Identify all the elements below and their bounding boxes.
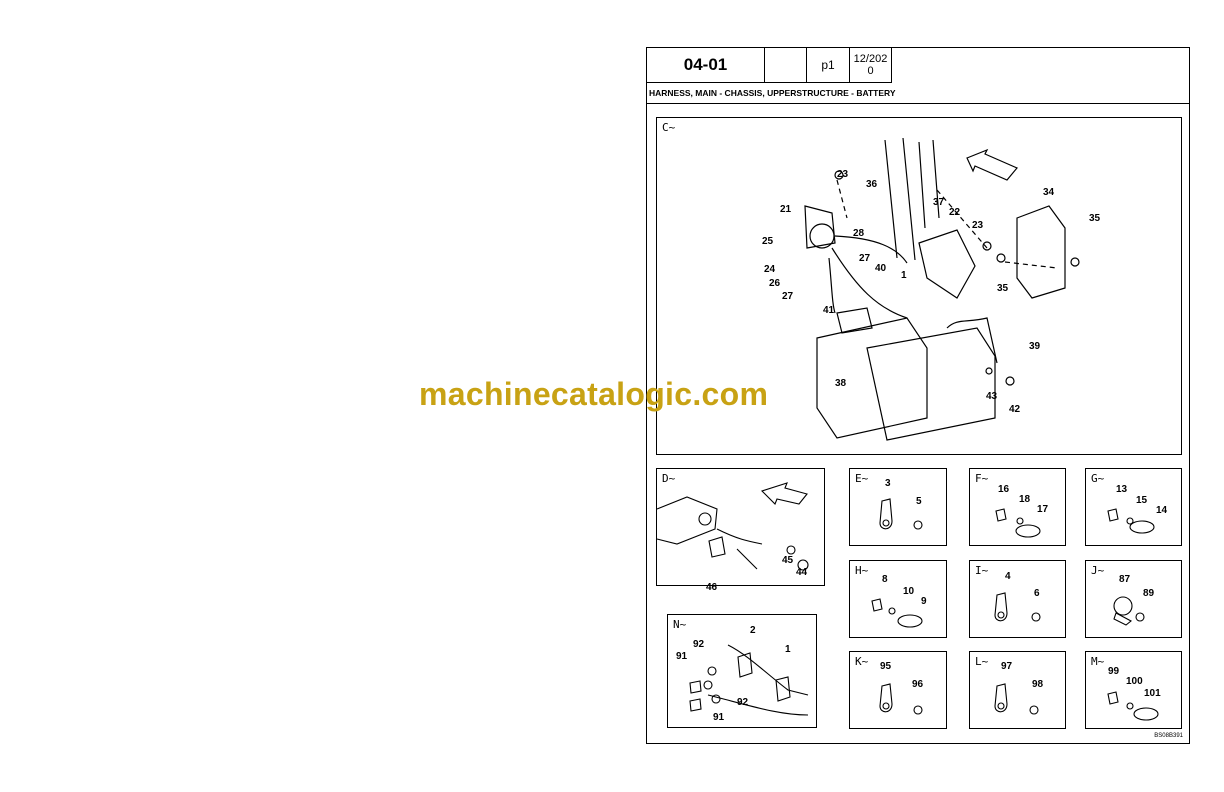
callout-label: 4 bbox=[1005, 571, 1011, 582]
panel-i-tag: I~ bbox=[975, 564, 989, 577]
callout-label: 27 bbox=[782, 291, 794, 302]
callout-label: 96 bbox=[912, 679, 924, 690]
clamp-drawing bbox=[879, 683, 923, 715]
callout-label: 89 bbox=[1143, 588, 1155, 599]
callout-label: 42 bbox=[1009, 404, 1021, 415]
panel-n: N~ 2 92 1 91 92 91 bbox=[667, 614, 817, 728]
battery-harness-drawing bbox=[804, 137, 1080, 441]
callout-label: 37 bbox=[933, 197, 945, 208]
clamp-drawing bbox=[994, 592, 1041, 622]
callout-label: 36 bbox=[866, 179, 878, 190]
panel-n-tag: N~ bbox=[673, 618, 687, 631]
callout-label: 101 bbox=[1144, 688, 1161, 699]
panel-d: D~ 45 44 46 bbox=[656, 468, 825, 593]
callout-label: 95 bbox=[880, 661, 892, 672]
band-clamp-drawing bbox=[1107, 508, 1155, 534]
panel-c-tag: C~ bbox=[662, 121, 676, 134]
callout-label: 23 bbox=[972, 220, 984, 231]
panel-l-tag: L~ bbox=[975, 655, 989, 668]
callout-label: 92 bbox=[693, 639, 705, 650]
callout-label: 14 bbox=[1156, 505, 1168, 516]
page-number: p1 bbox=[807, 48, 850, 82]
clamp-drawing bbox=[879, 498, 923, 530]
callout-label: 18 bbox=[1019, 494, 1031, 505]
panel-g: G~ 13 15 14 bbox=[1085, 468, 1182, 546]
callout-label: 15 bbox=[1136, 495, 1148, 506]
callout-label: 35 bbox=[997, 283, 1009, 294]
callout-label: 1 bbox=[901, 270, 907, 281]
revision-date: 12/202 0 bbox=[850, 48, 892, 82]
callout-label: 9 bbox=[921, 596, 927, 607]
callout-label: 98 bbox=[1032, 679, 1044, 690]
callout-label: 46 bbox=[706, 582, 718, 593]
panel-l: L~ 97 98 bbox=[969, 651, 1066, 729]
panel-e-tag: E~ bbox=[855, 472, 869, 485]
callout-label: 5 bbox=[916, 496, 922, 507]
harness-clip-drawing bbox=[689, 644, 809, 716]
panel-g-tag: G~ bbox=[1091, 472, 1105, 485]
callout-label: 28 bbox=[853, 228, 865, 239]
parts-sheet: 04-01 p1 12/202 0 HARNESS, MAIN - CHASSI… bbox=[646, 47, 1190, 744]
panel-j-tag: J~ bbox=[1091, 564, 1105, 577]
callout-label: 97 bbox=[1001, 661, 1013, 672]
callout-label: 3 bbox=[885, 478, 891, 489]
section-code: 04-01 bbox=[647, 48, 765, 82]
panel-k-tag: K~ bbox=[855, 655, 869, 668]
callout-label: 26 bbox=[769, 278, 781, 289]
alternator-drawing bbox=[656, 482, 809, 571]
callout-label: 16 bbox=[998, 484, 1010, 495]
callout-label: 34 bbox=[1043, 187, 1055, 198]
callout-label: 23 bbox=[837, 169, 849, 180]
callout-label: 91 bbox=[676, 651, 688, 662]
panel-c: C~ 23 36 3 bbox=[656, 117, 1182, 455]
callout-label: 99 bbox=[1108, 666, 1120, 677]
band-clamp-drawing bbox=[1107, 691, 1159, 721]
callout-label: 87 bbox=[1119, 574, 1131, 585]
callout-label: 2 bbox=[750, 625, 756, 636]
callout-label: 43 bbox=[986, 391, 998, 402]
clamp-drawing bbox=[994, 683, 1039, 715]
callout-label: 40 bbox=[875, 263, 887, 274]
callout-label: 91 bbox=[713, 712, 725, 723]
callout-label: 100 bbox=[1126, 676, 1143, 687]
panel-h-tag: H~ bbox=[855, 564, 869, 577]
callout-label: 22 bbox=[949, 207, 961, 218]
callout-label: 17 bbox=[1037, 504, 1049, 515]
band-clamp-drawing bbox=[995, 508, 1041, 538]
panel-f: F~ 16 18 17 bbox=[969, 468, 1066, 546]
panel-i: I~ 4 6 bbox=[969, 560, 1066, 638]
callout-label: 92 bbox=[737, 697, 749, 708]
panel-h: H~ 8 10 9 bbox=[849, 560, 947, 638]
panel-k: K~ 95 96 bbox=[849, 651, 947, 729]
callout-label: 1 bbox=[785, 644, 791, 655]
panel-f-tag: F~ bbox=[975, 472, 989, 485]
callout-label: 25 bbox=[762, 236, 774, 247]
watermark: machinecatalogic.com bbox=[419, 376, 769, 412]
callout-label: 13 bbox=[1116, 484, 1128, 495]
panel-m: M~ 99 100 101 bbox=[1085, 651, 1182, 729]
callout-label: 10 bbox=[903, 586, 915, 597]
callout-label: 6 bbox=[1034, 588, 1040, 599]
panel-m-tag: M~ bbox=[1091, 655, 1105, 668]
sheet-title: HARNESS, MAIN - CHASSIS, UPPERSTRUCTURE … bbox=[647, 83, 1189, 104]
header-blank-cell bbox=[765, 48, 807, 82]
callout-label: 39 bbox=[1029, 341, 1041, 352]
callout-label: 21 bbox=[780, 204, 792, 215]
panel-e: E~ 3 5 bbox=[849, 468, 947, 546]
panel-d-tag: D~ bbox=[662, 472, 676, 485]
callout-label: 8 bbox=[882, 574, 888, 585]
band-clamp-drawing bbox=[871, 598, 923, 628]
callout-label: 24 bbox=[764, 264, 776, 275]
callout-label: 35 bbox=[1089, 213, 1101, 224]
callout-label: 27 bbox=[859, 253, 871, 264]
callout-label: 41 bbox=[823, 305, 835, 316]
panel-j: J~ 87 89 bbox=[1085, 560, 1182, 638]
drawing-code: BS08B391 bbox=[1154, 733, 1183, 739]
header-divider bbox=[647, 82, 892, 83]
callout-label: 44 bbox=[796, 567, 808, 578]
callout-label: 45 bbox=[782, 555, 794, 566]
callout-label: 38 bbox=[835, 378, 847, 389]
terminal-clamp-drawing bbox=[1113, 596, 1145, 626]
